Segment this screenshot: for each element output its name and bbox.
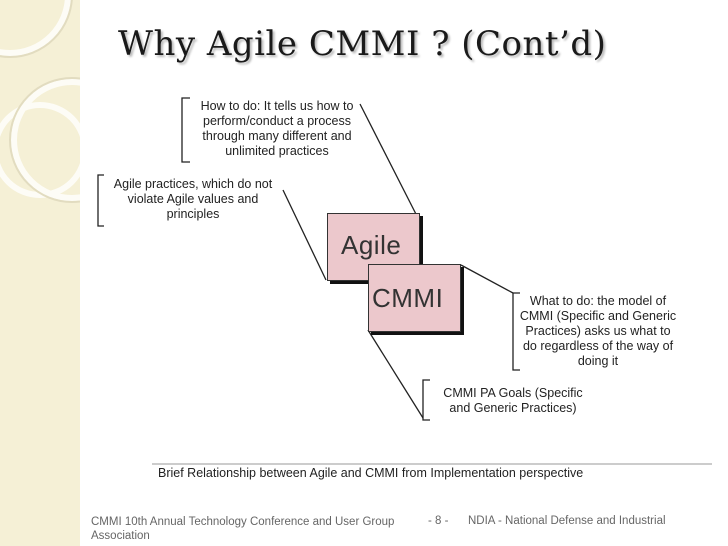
how-to-do-bracket — [181, 97, 190, 163]
agile-practices-label: Agile practices, which do not violate Ag… — [113, 177, 273, 221]
cmmi-box-label: CMMI — [372, 283, 444, 313]
decorative-sidebar — [0, 0, 80, 546]
footer-organization: NDIA - National Defense and Industrial — [468, 515, 666, 527]
what-to-do-label: What to do: the model of CMMI (Specific … — [519, 294, 677, 368]
page-title: Why Agile CMMI ? (Cont’d) — [118, 24, 607, 64]
agile-practices-bracket — [97, 174, 104, 227]
how-to-do-connector — [359, 103, 421, 223]
what-to-do-connector — [460, 264, 514, 294]
footer-conference-line1: CMMI 10th Annual Technology Conference a… — [91, 516, 395, 528]
diagram-caption: Brief Relationship between Agile and CMM… — [158, 466, 584, 480]
agile-practices-connector — [282, 189, 327, 281]
pa-goals-label: CMMI PA Goals (Specific and Generic Prac… — [443, 386, 583, 415]
pa-goals-connector — [367, 329, 424, 419]
cmmi-box — [368, 264, 461, 332]
how-to-do-label: How to do: It tells us how to perform/co… — [200, 99, 354, 158]
sidebar-circles-decoration — [0, 0, 80, 203]
what-to-do-bracket — [512, 292, 520, 371]
pa-goals-bracket — [422, 379, 430, 421]
footer-page-number: - 8 - — [428, 515, 449, 527]
footer-conference-line2: Association — [91, 530, 150, 542]
footer-conference: CMMI 10th Annual Technology Conference a… — [91, 515, 411, 543]
agile-box-label: Agile — [341, 230, 402, 260]
